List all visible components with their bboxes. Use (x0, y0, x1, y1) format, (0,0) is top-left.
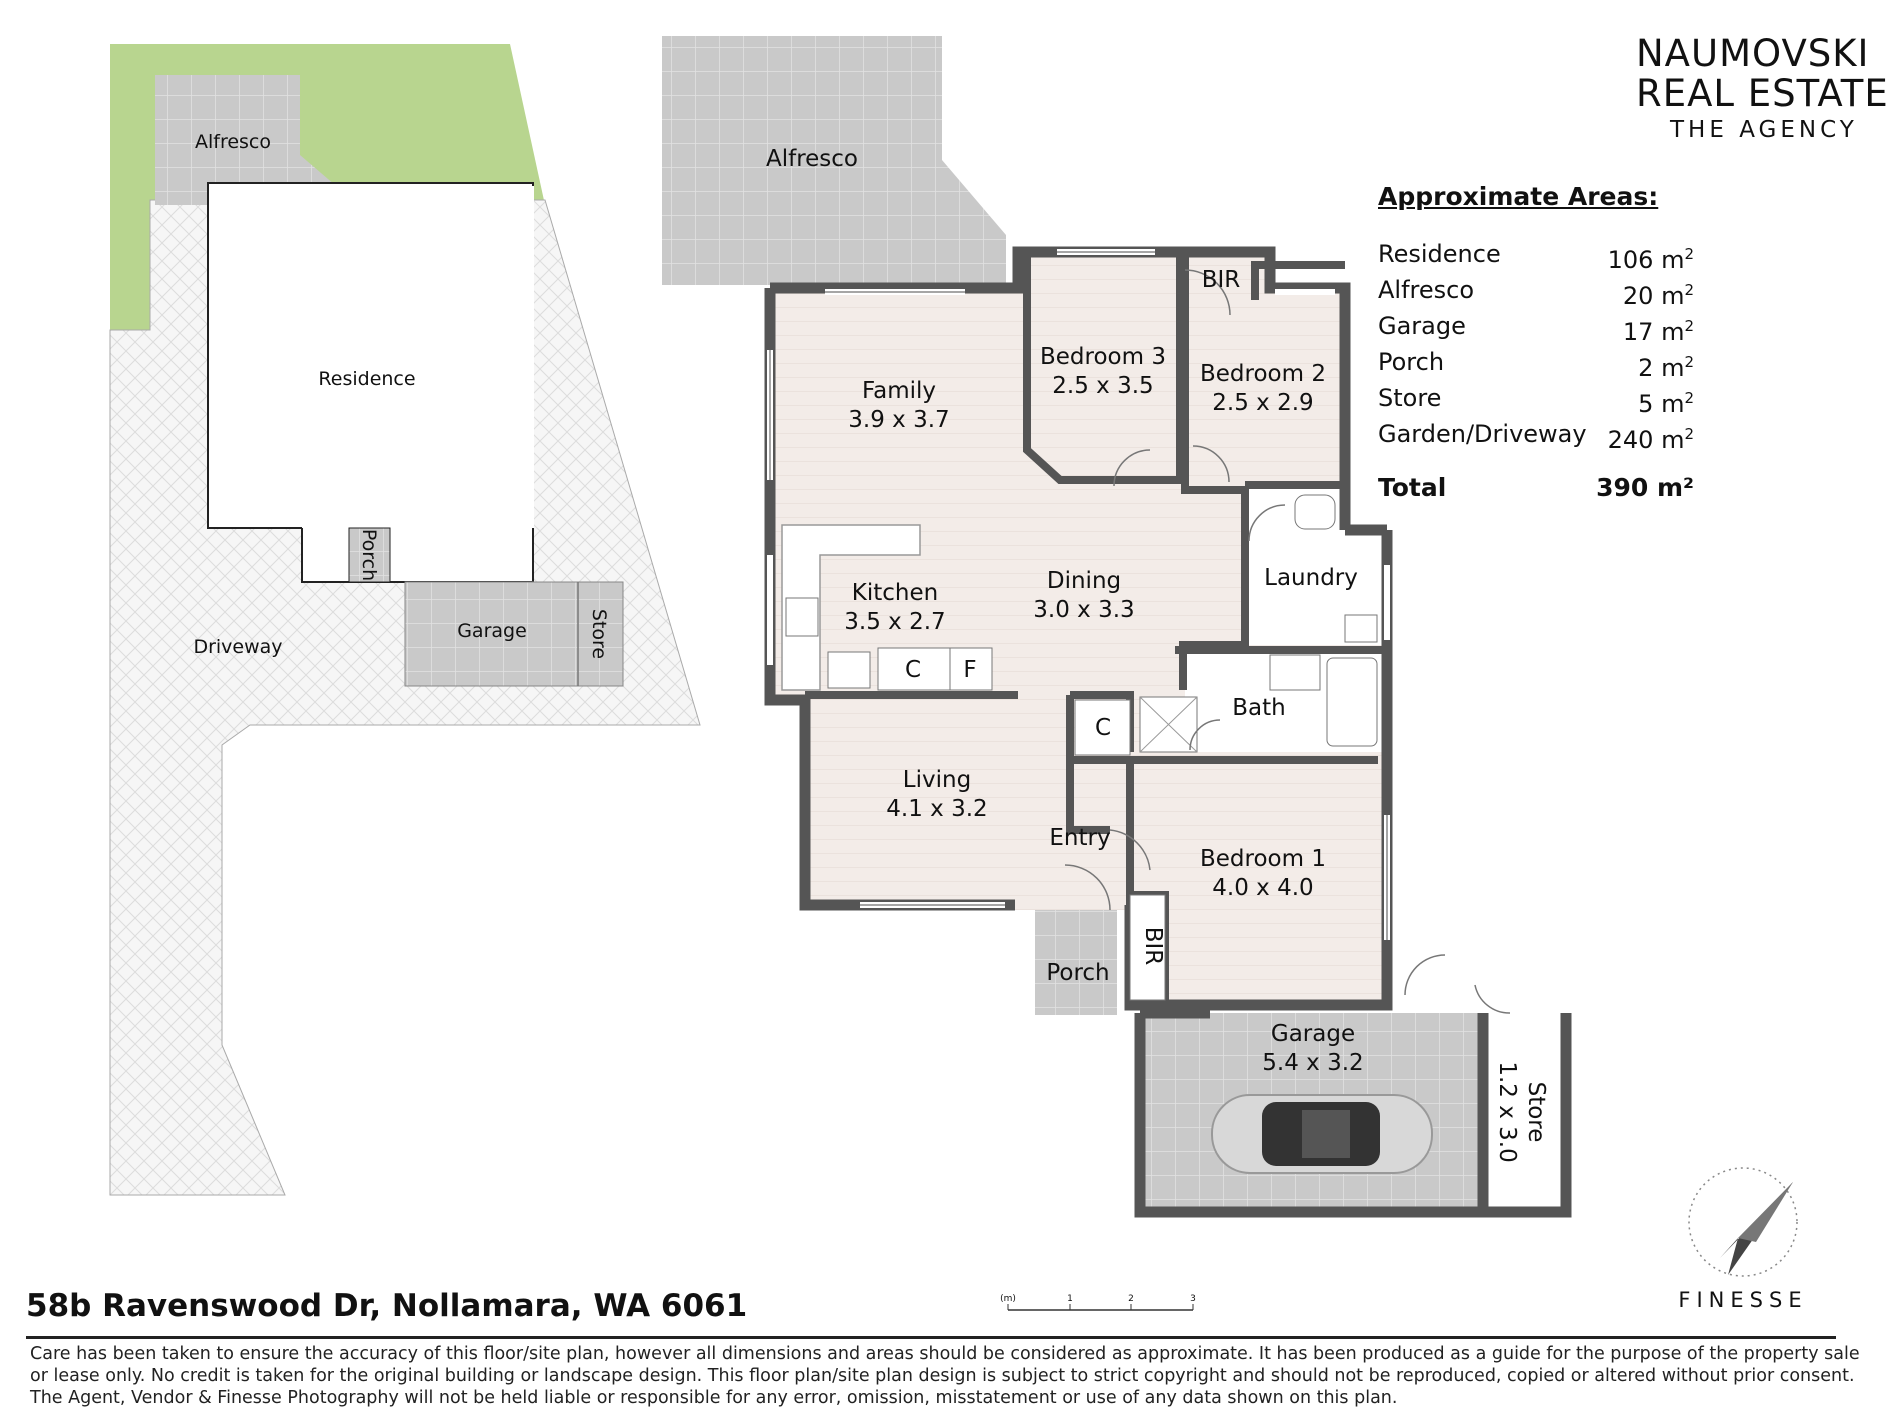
room-labels: Alfresco Family 3.9 x 3.7 Bedroom 3 2.5 … (766, 146, 1549, 1163)
finesse-logo: FINESSE (1658, 1160, 1828, 1320)
site-driveway-label: Driveway (193, 636, 282, 658)
kitchen-sink (785, 597, 819, 637)
bedroom3-label: Bedroom 3 (1040, 344, 1166, 370)
scale-unit: (m) (1000, 1294, 1016, 1304)
alfresco-area (662, 36, 1006, 285)
garage-label: Garage (1271, 1021, 1355, 1047)
window-panes (769, 251, 1388, 940)
interior-walls (805, 253, 1382, 1000)
living-label: Living (903, 767, 971, 793)
door-swings (1064, 269, 1511, 1014)
vanity (1269, 654, 1321, 691)
site-residence-label: Residence (318, 368, 415, 390)
scale-tick-3: 3 (1190, 1294, 1196, 1304)
site-store-label: Store (588, 609, 610, 659)
site-alfresco-label: Alfresco (195, 131, 271, 153)
cupboard-box (1074, 699, 1131, 756)
interior-floor (770, 253, 1387, 1003)
garage-dim: 5.4 x 3.2 (1262, 1050, 1363, 1076)
kitchen-bench (781, 524, 921, 691)
site-garage-label: Garage (457, 620, 527, 642)
bedroom2-label: Bedroom 2 (1200, 361, 1326, 387)
site-residence-fill (302, 186, 534, 581)
agency-name-line3: THE AGENCY (1670, 117, 1858, 143)
kitchen-cooktop (827, 651, 871, 689)
fridge-label: F (963, 657, 976, 683)
site-plan: Alfresco Residence Porch Garage Store Dr… (109, 44, 701, 1196)
scale-bar: (m) 1 2 3 (1000, 1294, 1196, 1311)
living-dim: 4.1 x 3.2 (886, 796, 987, 822)
porch-area (1035, 910, 1117, 1015)
family-dim: 3.9 x 3.7 (848, 407, 949, 433)
dining-label: Dining (1047, 568, 1121, 594)
porch-label: Porch (1046, 960, 1109, 986)
bedroom1-dim: 4.0 x 4.0 (1212, 875, 1313, 901)
bedroom2-dim: 2.5 x 2.9 (1212, 390, 1313, 416)
fridge-box (949, 647, 993, 691)
car-icon (1211, 1094, 1433, 1174)
agency-name-line1: NAUMOVSKI (1636, 32, 1870, 75)
store-dim: 1.2 x 3.0 (1494, 1061, 1520, 1162)
floor-plan: Alfresco Family 3.9 x 3.7 Bedroom 3 2.5 … (662, 36, 1572, 1218)
site-alfresco (155, 75, 335, 205)
family-label: Family (862, 378, 936, 404)
pantry-label: C (905, 657, 921, 683)
toilet (1294, 494, 1336, 530)
site-porch-label: Porch (358, 529, 380, 581)
disclaimer-text: Care has been taken to ensure the accura… (30, 1344, 1860, 1408)
property-address: 58b Ravenswood Dr, Nollamara, WA 6061 (26, 1288, 748, 1324)
store-label: Store (1523, 1082, 1549, 1143)
scale-tick-2: 2 (1128, 1294, 1134, 1304)
finesse-wordmark: FINESSE (1678, 1288, 1808, 1312)
store-area (1483, 1013, 1566, 1213)
bathtub (1326, 657, 1378, 747)
kitchen-dim: 3.5 x 2.7 (844, 609, 945, 635)
bedroom1-label: Bedroom 1 (1200, 846, 1326, 872)
dining-dim: 3.0 x 3.3 (1033, 597, 1134, 623)
laundry-tub (1344, 614, 1378, 643)
site-porch (348, 527, 391, 583)
kitchen-label: Kitchen (852, 580, 938, 606)
agency-logo: NAUMOVSKI REAL ESTATE THE AGENCY (1636, 34, 1889, 146)
bir-bottom-label: BIR (1140, 927, 1166, 966)
cupboard-label: C (1095, 715, 1111, 741)
bir-top-label: BIR (1202, 267, 1241, 293)
site-garage (404, 581, 624, 687)
bir-bottom-box (1129, 894, 1166, 1001)
divider (26, 1336, 1836, 1339)
entry-label: Entry (1049, 825, 1110, 851)
bath-label: Bath (1232, 695, 1285, 721)
areas-title: Approximate Areas: (1378, 182, 1659, 211)
alfresco-label: Alfresco (766, 146, 858, 172)
pantry-box (877, 647, 951, 691)
scale-tick-1: 1 (1067, 1294, 1073, 1304)
bedroom3-dim: 2.5 x 3.5 (1052, 373, 1153, 399)
laundry-label: Laundry (1264, 565, 1358, 591)
agency-name-line2: REAL ESTATE (1636, 72, 1889, 115)
compass-icon (1688, 1167, 1798, 1277)
